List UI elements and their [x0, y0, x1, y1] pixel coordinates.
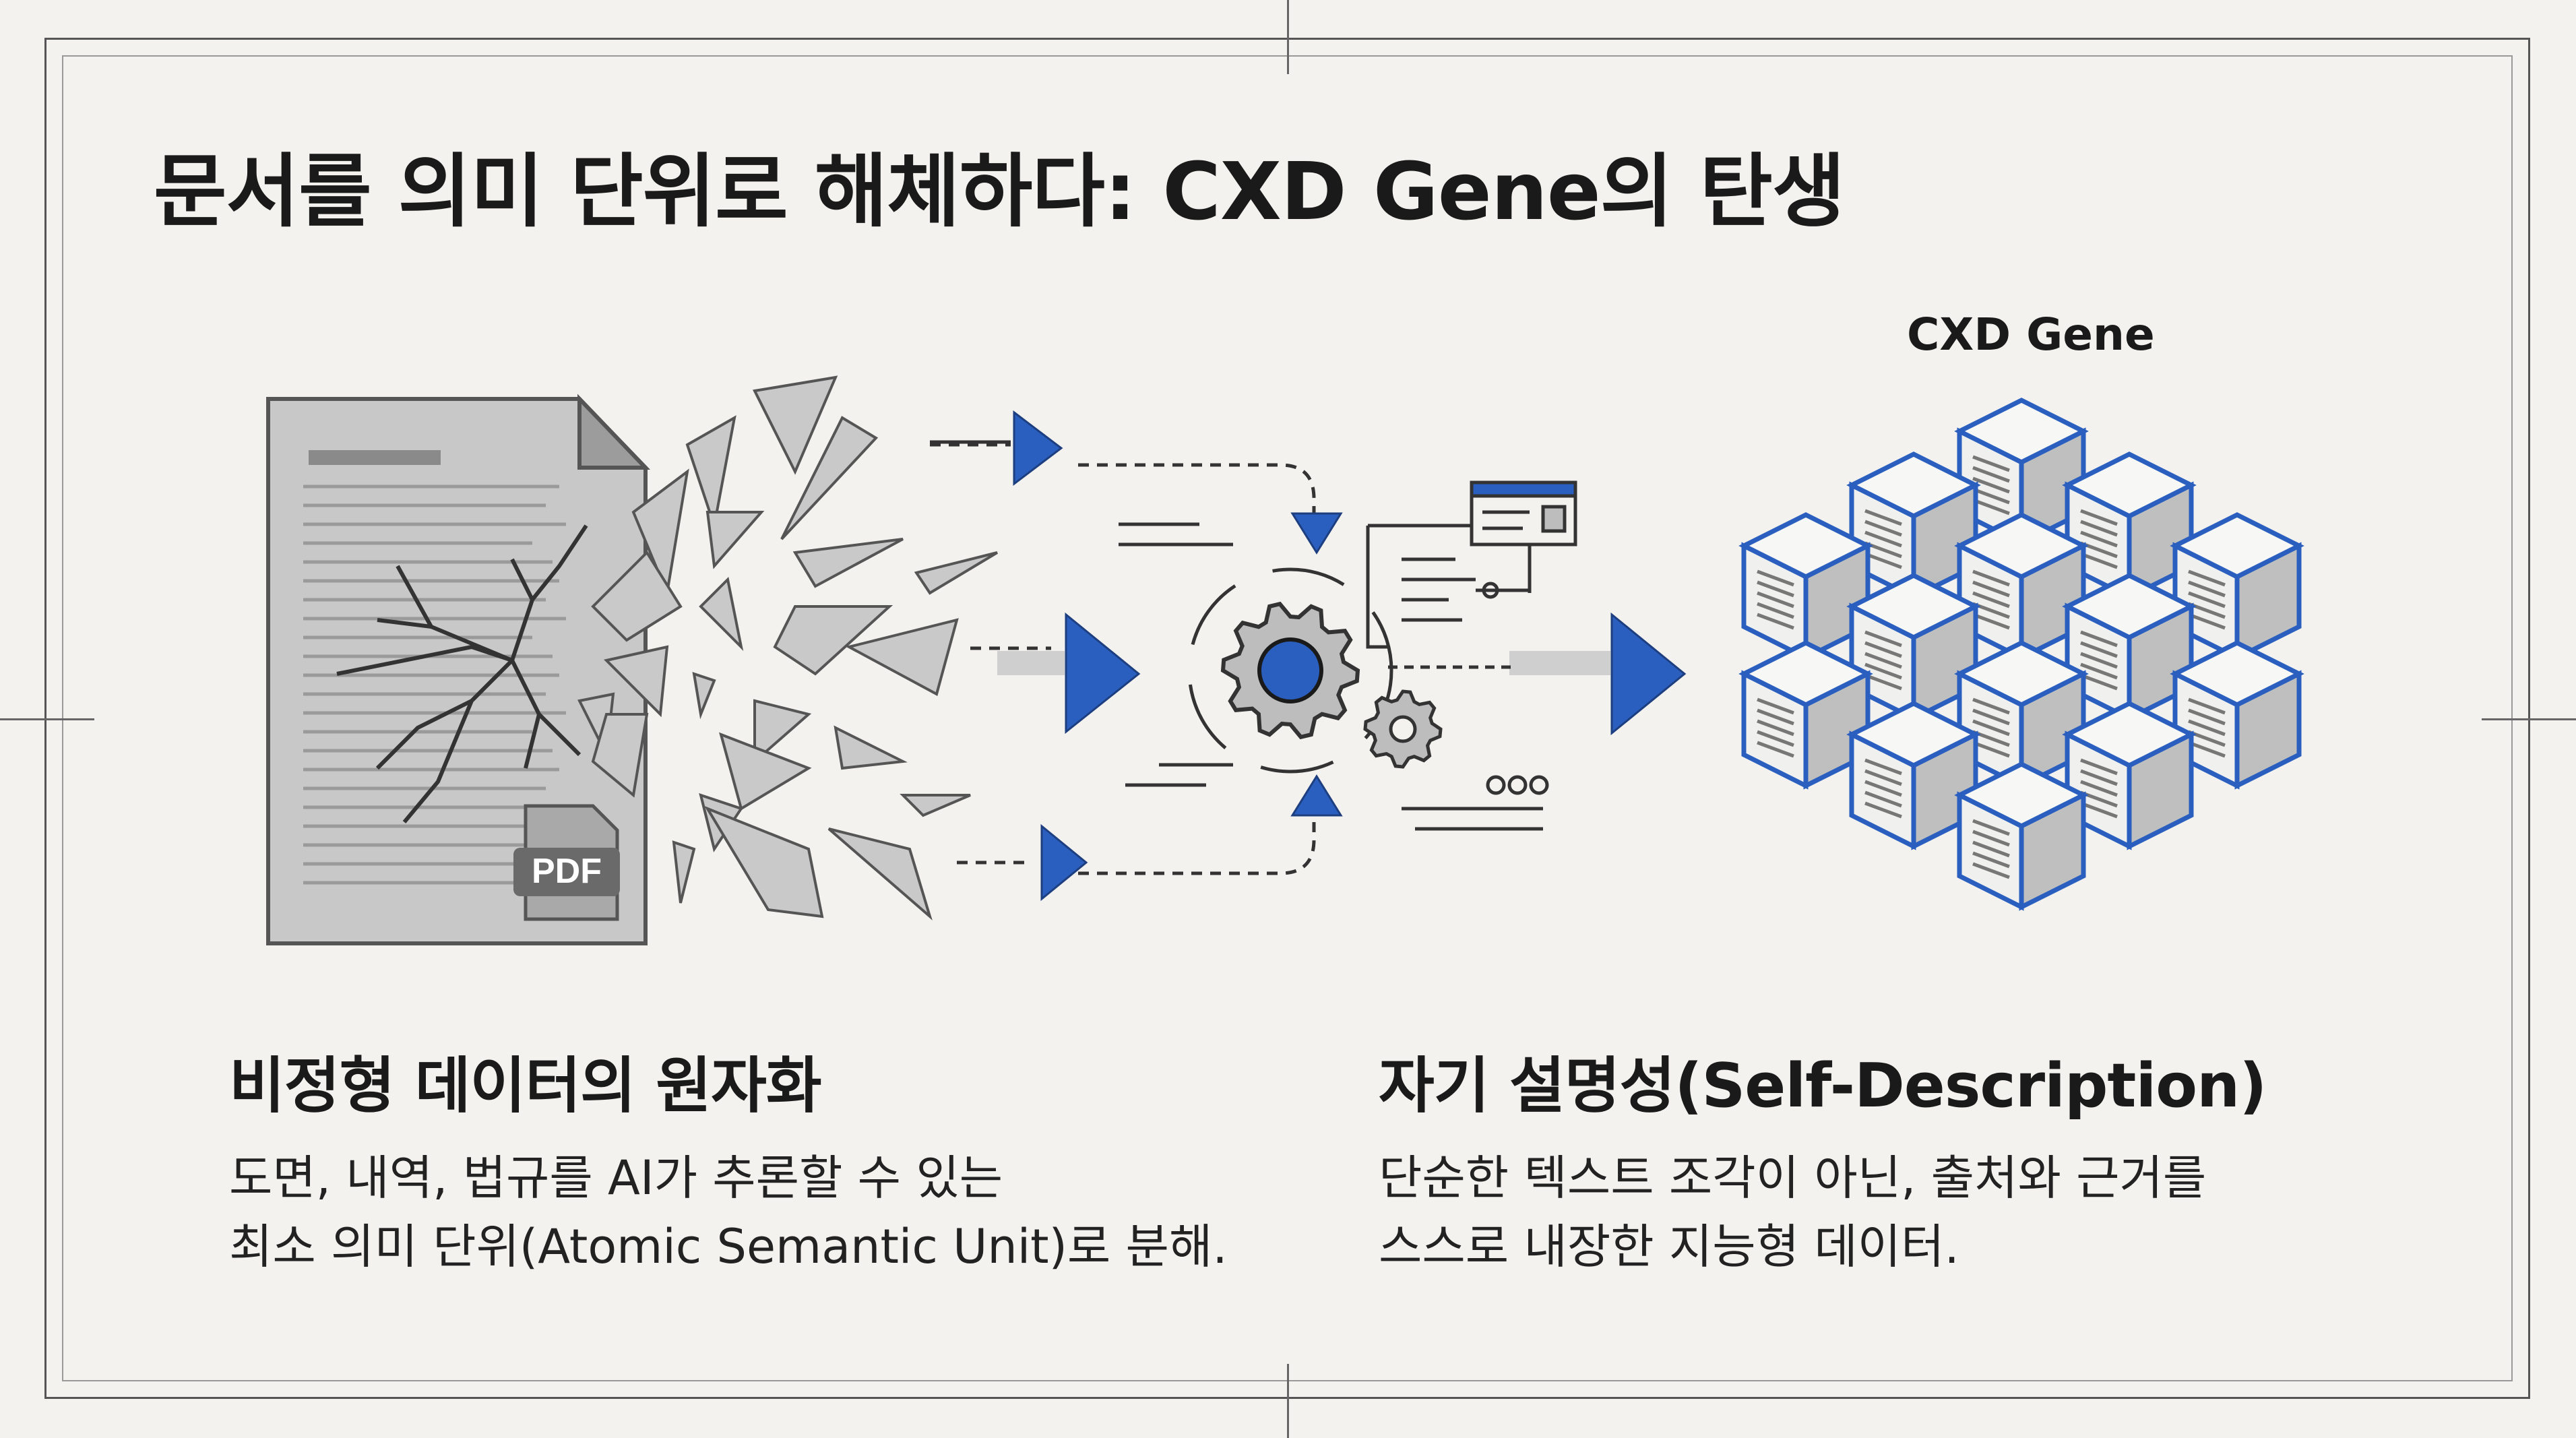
page-title: 문서를 의미 단위로 해체하다: CXD Gene의 탄생 — [154, 145, 1846, 238]
gene-cube-icon — [2062, 573, 2197, 722]
arrow-output-icon — [1610, 612, 1687, 736]
processing-gears-icon — [1119, 522, 1549, 831]
gene-cube-icon — [1846, 573, 1981, 722]
shard-icon — [591, 550, 683, 642]
shard-icon — [699, 576, 744, 652]
broken-document-icon: PDF — [266, 394, 651, 945]
pdf-label: PDF — [532, 852, 602, 891]
shard-icon — [692, 672, 716, 720]
section-2-line-1: 단순한 텍스트 조각이 아닌, 출처와 근거를 — [1379, 1150, 2207, 1206]
shard-icon — [591, 713, 649, 798]
shard-icon — [705, 511, 765, 569]
shard-icon — [753, 375, 838, 475]
shard-icon — [914, 551, 999, 595]
crop-mark-bottom — [1287, 1364, 1289, 1438]
shard-icon — [753, 699, 812, 765]
shard-icon — [834, 725, 908, 770]
shard-icon — [704, 805, 824, 918]
document-card-icon — [1366, 480, 1577, 649]
shard-icon — [773, 605, 893, 676]
pdf-icon: PDF — [513, 804, 620, 921]
shard-icon — [827, 827, 933, 921]
gene-cube-icon — [1846, 701, 1981, 850]
section-2-heading: 자기 설명성(Self-Description) — [1379, 1051, 2267, 1121]
crop-mark-left — [0, 718, 94, 720]
shard-icon — [780, 416, 879, 540]
gene-cube-icon — [2062, 701, 2197, 850]
arrow-top-icon — [1013, 410, 1063, 487]
shard-icon — [792, 538, 904, 588]
arrow-bottom-icon — [1040, 823, 1088, 902]
shard-icon — [845, 618, 959, 696]
gene-cube-icon — [1738, 512, 1873, 662]
gene-cube-icon — [2170, 512, 2304, 662]
section-1-line-2: 최소 의미 단위(Atomic Semantic Unit)로 분해. — [229, 1219, 1228, 1274]
section-1-heading: 비정형 데이터의 원자화 — [229, 1051, 822, 1121]
shard-icon — [900, 794, 971, 817]
gene-cube-icon — [1738, 640, 1873, 790]
flow-arrows — [930, 410, 1687, 902]
arrow-down-icon — [1290, 512, 1343, 555]
cxd-gene-cube-cluster-icon — [1738, 398, 2304, 911]
shard-icon — [604, 645, 669, 718]
shard-icon — [672, 840, 696, 904]
arrow-middle-icon — [1065, 612, 1141, 734]
shard-icon — [631, 468, 689, 598]
section-2-line-2: 스스로 내장한 지능형 데이터. — [1379, 1219, 1959, 1274]
section-1-line-1: 도면, 내역, 법규를 AI가 추론할 수 있는 — [229, 1150, 1003, 1206]
arrow-up-icon — [1290, 774, 1343, 817]
crop-mark-right — [2482, 718, 2576, 720]
crop-mark-top — [1287, 0, 1289, 74]
shard-icon — [685, 415, 736, 531]
gene-cube-icon — [1954, 512, 2089, 662]
gene-cube-icon — [1954, 761, 2089, 911]
document-shards — [577, 375, 999, 921]
shard-icon — [719, 732, 812, 811]
cxd-gene-label: CXD Gene — [1907, 309, 2155, 361]
gene-cube-icon — [2170, 640, 2304, 790]
